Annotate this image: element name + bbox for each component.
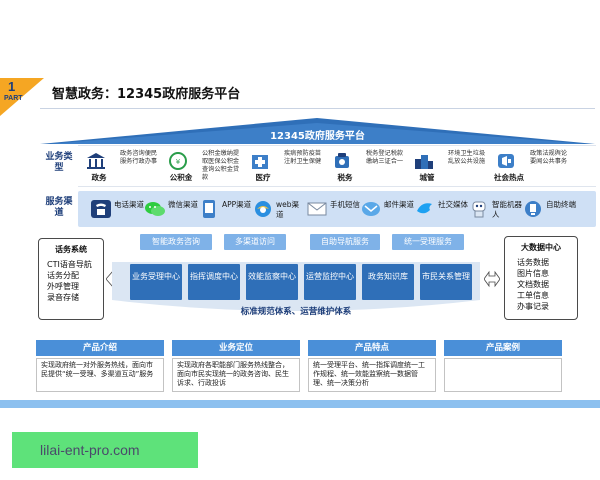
social-hotspot-icon xyxy=(498,154,514,168)
core-module: 指挥调度中心 xyxy=(188,264,240,300)
service-pill: 多渠道访问 xyxy=(224,234,286,250)
slide: 1 PART 智慧政务：12345政府服务平台 12345政府服务平台 业务类型… xyxy=(0,78,600,408)
part-label: PART xyxy=(4,95,23,102)
channel-name: 手机短信 xyxy=(330,200,360,209)
business-desc: 税务登记税款缴纳三证合一 xyxy=(366,150,404,165)
call-system-item: CTI语音导航 xyxy=(47,260,92,269)
big-data-item: 话务数据 xyxy=(517,258,549,267)
email-icon xyxy=(362,202,380,216)
housing-fund-icon: ¥ xyxy=(169,152,187,170)
footer-card-title: 产品特点 xyxy=(308,340,436,356)
platform-title: 12345政府服务平台 xyxy=(270,131,365,142)
wechat-icon xyxy=(145,202,165,216)
part-number: 1 xyxy=(8,79,16,94)
phone-icon xyxy=(91,200,111,218)
service-pill: 统一受理服务 xyxy=(392,234,464,250)
arrow-both-icon xyxy=(484,270,500,288)
footer-card-body: 统一受理平台、统一指挥调度统一工作规程、统一效能监察统一数据管理、统一决策分析 xyxy=(308,358,436,392)
channel-name: 电话渠道 xyxy=(114,200,144,209)
big-data-center-title: 大数据中心 xyxy=(521,243,561,252)
channel-name: 微信渠道 xyxy=(168,200,198,209)
service-channel-row: 电话渠道 微信渠道 APP渠道 web渠道 手机短信 邮件渠道 社交媒体 智能 xyxy=(78,191,596,227)
call-system-item: 外呼管理 xyxy=(47,282,79,291)
title-divider xyxy=(40,108,595,109)
kiosk-icon xyxy=(525,201,541,217)
business-desc: 政策法规舆论要闻公共事务 xyxy=(530,150,568,165)
channel-name: APP渠道 xyxy=(222,200,252,209)
big-data-item: 办事记录 xyxy=(517,302,549,311)
footer-card-body: 实现政府统一对外服务热线，面向市民提供“统一受理、多渠道互动”服务 xyxy=(36,358,164,392)
hospital-icon xyxy=(252,155,268,169)
business-desc: 公积金缴纳提取医保公积金查询公积金贷款 xyxy=(202,150,240,181)
core-module: 运营监控中心 xyxy=(304,264,356,300)
city-management-icon xyxy=(415,155,433,169)
social-media-icon xyxy=(417,203,432,214)
call-system-item: 录音存储 xyxy=(47,293,79,302)
bottom-band xyxy=(0,400,600,408)
call-system-item: 话务分配 xyxy=(47,271,79,280)
business-desc: 疾病预防疫苗注射卫生保健 xyxy=(284,150,322,165)
call-system-box: 话务系统 CTI语音导航 话务分配 外呼管理 录音存储 xyxy=(38,238,104,320)
business-name: 公积金 xyxy=(169,173,193,182)
business-desc: 政务咨询便民服务行政办事 xyxy=(120,150,158,165)
business-type-row: 政务 政务咨询便民服务行政办事 ¥ 公积金 公积金缴纳提取医保公积金查询公积金贷… xyxy=(78,145,596,187)
part-badge: 1 PART xyxy=(0,78,44,116)
call-system-title: 话务系统 xyxy=(55,245,87,254)
platform-roof: 12345政府服务平台 xyxy=(40,118,595,144)
watermark-banner: lilai-ent-pro.com xyxy=(12,432,198,468)
channel-name: 智能机器人 xyxy=(492,200,522,219)
channel-name: 社交媒体 xyxy=(438,200,468,209)
business-name: 社会热点 xyxy=(494,173,524,182)
business-name: 税务 xyxy=(337,173,353,182)
big-data-item: 图片信息 xyxy=(517,269,549,278)
business-name: 城管 xyxy=(419,173,435,182)
app-icon xyxy=(203,200,215,218)
sms-envelope-icon xyxy=(307,202,327,216)
page-title: 智慧政务：12345政府服务平台 xyxy=(52,87,241,102)
core-module: 效能监察中心 xyxy=(246,264,298,300)
svg-text:¥: ¥ xyxy=(176,158,181,166)
big-data-item: 文档数据 xyxy=(517,280,549,289)
core-module: 业务受理中心 xyxy=(130,264,182,300)
business-name: 医疗 xyxy=(255,173,271,182)
channel-name: 自助终端 xyxy=(546,200,576,209)
core-modules-panel: 业务受理中心 指挥调度中心 效能监察中心 运营监控中心 政务知识库 市民关系管理… xyxy=(112,256,480,318)
footer-card-title: 业务定位 xyxy=(172,340,300,356)
business-name: 政务 xyxy=(91,173,107,182)
footer-card-body xyxy=(444,358,562,392)
footer-card-title: 产品介绍 xyxy=(36,340,164,356)
business-type-label: 业务类型 xyxy=(45,152,73,173)
core-caption: 标准规范体系、运营维护体系 xyxy=(240,307,352,317)
robot-icon xyxy=(472,201,486,218)
core-module: 市民关系管理 xyxy=(420,264,472,300)
channel-name: 邮件渠道 xyxy=(384,200,414,209)
business-desc: 环境卫生垃圾乱放公共设施 xyxy=(448,150,486,165)
service-channel-label: 服务渠道 xyxy=(45,197,73,218)
service-pill: 自助导航服务 xyxy=(310,234,380,250)
big-data-item: 工单信息 xyxy=(517,291,549,300)
footer-card-title: 产品案例 xyxy=(444,340,562,356)
channel-name: web渠道 xyxy=(276,200,300,219)
tax-icon xyxy=(335,153,349,168)
big-data-center-box: 大数据中心 话务数据 图片信息 文档数据 工单信息 办事记录 xyxy=(504,236,578,320)
government-building-icon xyxy=(87,153,105,169)
web-browser-icon xyxy=(255,201,271,217)
service-pill: 智能政务咨询 xyxy=(140,234,212,250)
footer-card-body: 实现政府各职能部门服务热线整合，面向市民实现统一的政务咨询、民生诉求、行政投诉 xyxy=(172,358,300,392)
core-module: 政务知识库 xyxy=(362,264,414,300)
watermark-text: lilai-ent-pro.com xyxy=(40,442,140,458)
